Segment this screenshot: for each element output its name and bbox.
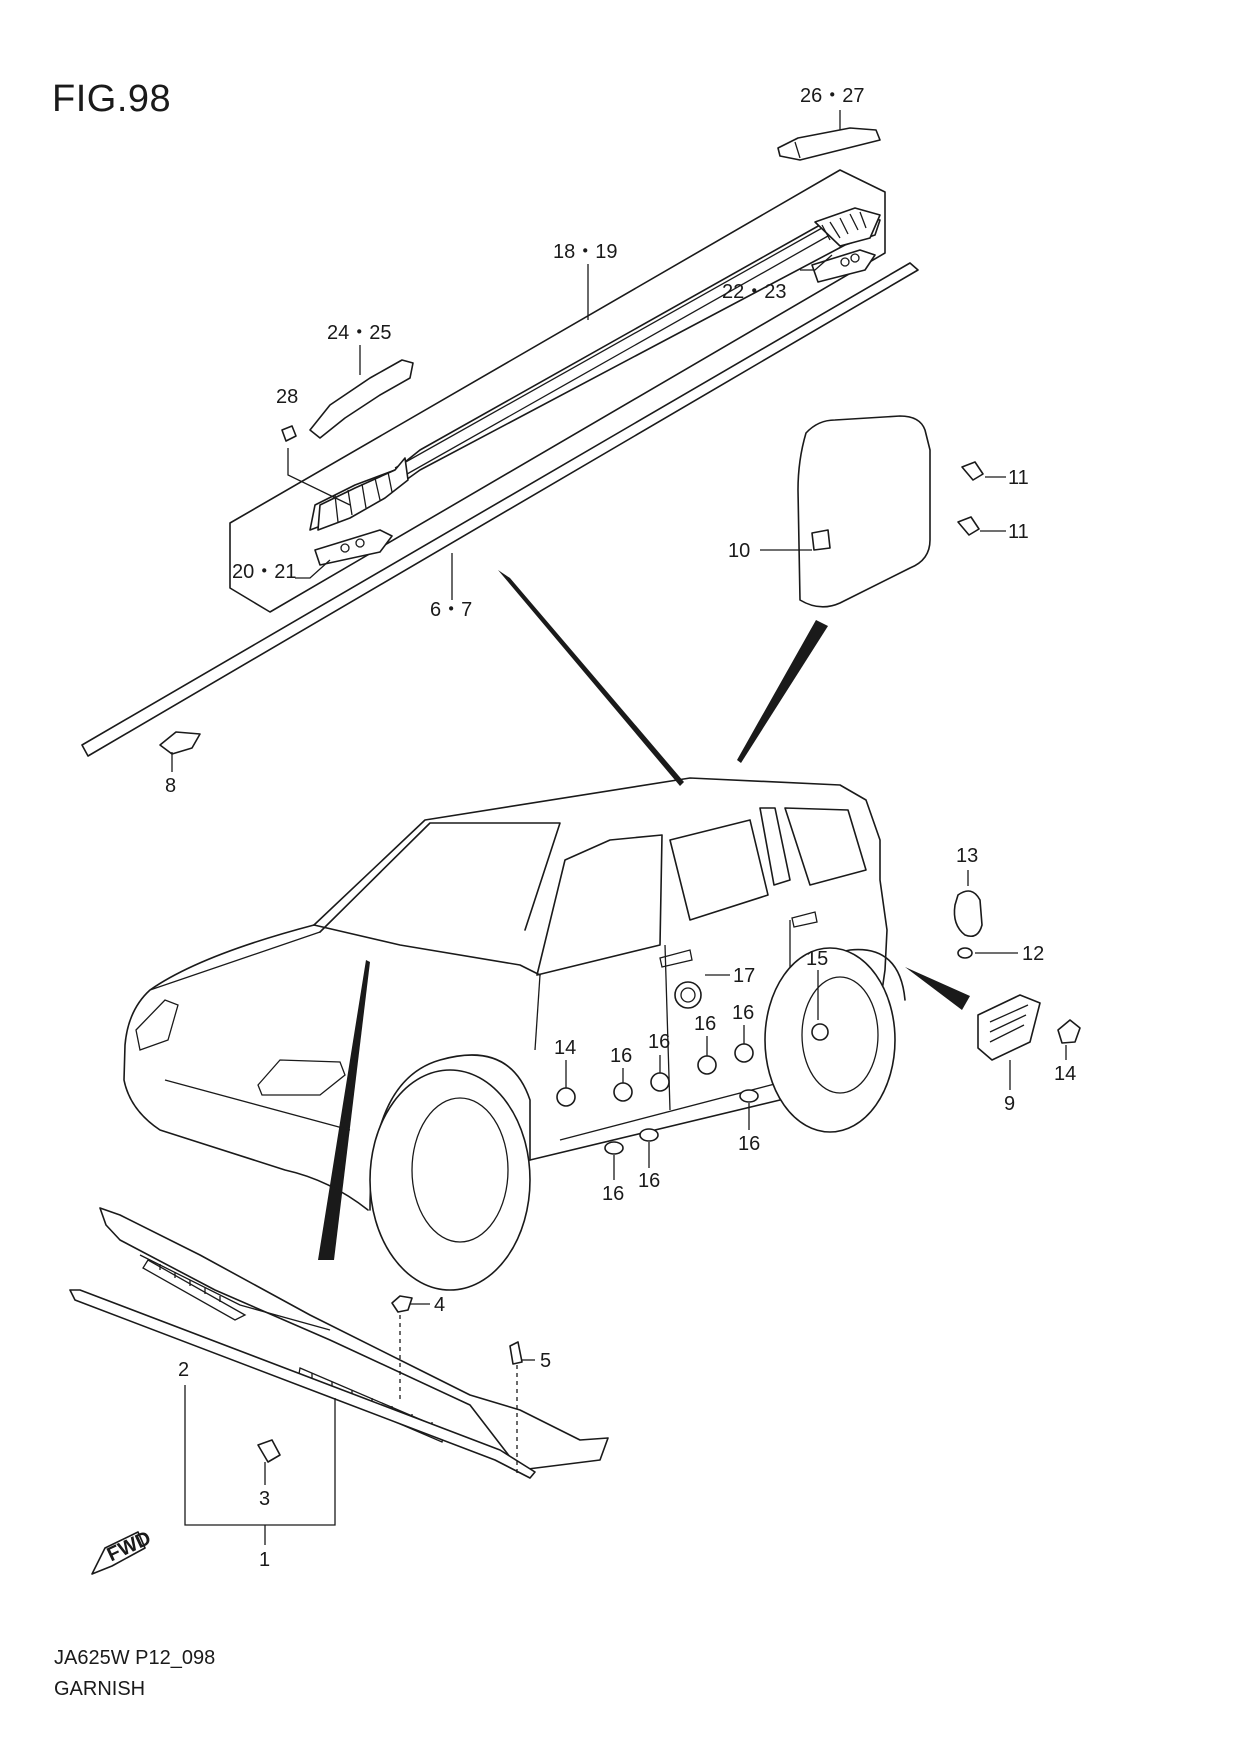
callout-16-g: 16 <box>638 1170 660 1192</box>
nut <box>281 425 297 442</box>
plug-16-f <box>604 1141 624 1155</box>
front-bracket <box>314 529 393 566</box>
callout-16-c: 16 <box>694 1013 716 1035</box>
callout-3: 3 <box>259 1488 270 1510</box>
pointer-roof <box>498 570 684 786</box>
callout-20-21: 20・21 <box>232 561 297 583</box>
body-fasteners <box>556 890 1081 1155</box>
clip-14-body <box>556 1087 576 1107</box>
callout-26-27: 26・27 <box>800 85 865 107</box>
callout-16-f: 16 <box>602 1183 624 1205</box>
callout-10: 10 <box>728 540 750 562</box>
plug-16-a <box>613 1082 633 1102</box>
vehicle-body <box>123 777 906 1291</box>
callout-6-7: 6・7 <box>430 599 472 621</box>
clip-3 <box>257 1439 281 1463</box>
fwd-arrow-icon <box>91 1531 146 1575</box>
callout-14-body: 14 <box>554 1037 576 1059</box>
diagram-code: JA625W P12_098 <box>54 1647 216 1669</box>
figure-title: FIG.98 <box>52 78 172 120</box>
callout-15: 15 <box>806 948 828 970</box>
fastener-15 <box>811 1023 829 1041</box>
callout-17: 17 <box>733 965 755 987</box>
callout-16-a: 16 <box>610 1045 632 1067</box>
callout-28: 28 <box>276 386 298 408</box>
cowl-garnish <box>69 1207 609 1479</box>
callout-4: 4 <box>434 1294 445 1316</box>
plug-16-e <box>739 1089 759 1103</box>
callout-1: 1 <box>259 1549 270 1571</box>
rear-tyre <box>764 947 896 1133</box>
plug-16-d <box>734 1043 754 1063</box>
lid-hinge <box>811 529 831 551</box>
callout-14-right: 14 <box>1054 1063 1076 1085</box>
pointer-cowl <box>318 960 370 1260</box>
callout-13: 13 <box>956 845 978 867</box>
plug-16-g <box>639 1128 659 1142</box>
leader-lines <box>171 110 1067 1545</box>
cowl-panel <box>99 1207 609 1471</box>
molding-clip <box>159 731 201 755</box>
callout-16-b: 16 <box>648 1031 670 1053</box>
clip-14-right <box>1057 1019 1081 1044</box>
callout-18-19: 18・19 <box>553 241 618 263</box>
callout-11-upper: 11 <box>1008 467 1029 489</box>
lid-bumper-lower <box>957 516 980 536</box>
fwd-arrow: FWD <box>91 1527 155 1575</box>
callout-2: 2 <box>178 1359 189 1381</box>
cap-13 <box>953 890 983 938</box>
plug-16-c <box>697 1055 717 1075</box>
assembly-outline-box <box>229 169 886 613</box>
cowl-vent-front <box>142 1259 247 1321</box>
front-tyre <box>369 1069 531 1291</box>
rear-end-cap <box>777 127 881 161</box>
callout-8: 8 <box>165 775 176 797</box>
diagram-name: GARNISH <box>54 1678 146 1700</box>
callout-5: 5 <box>540 1350 551 1372</box>
callout-16-e: 16 <box>738 1133 760 1155</box>
callout-12: 12 <box>1022 943 1044 965</box>
rail-front-leg <box>317 457 409 531</box>
clip-4 <box>391 1295 413 1313</box>
callout-labels: 26・27 18・19 22・23 24・25 28 20・21 6・7 8 1… <box>165 85 1076 1571</box>
front-end-cover <box>309 359 414 439</box>
pointer-rear <box>905 967 970 1010</box>
roof-molding <box>81 262 919 757</box>
rail-rear-leg <box>814 207 881 247</box>
cowl-weatherstrip <box>69 1289 536 1479</box>
roof-rail-assembly <box>229 127 886 613</box>
clip-5 <box>509 1341 523 1365</box>
lid-bumper-upper <box>961 461 984 481</box>
fwd-label: FWD <box>104 1527 155 1566</box>
pointer-lid <box>737 620 828 763</box>
callout-9: 9 <box>1004 1093 1015 1115</box>
vent-grille-9 <box>977 994 1041 1061</box>
callout-16-d: 16 <box>732 1002 754 1024</box>
callout-24-25: 24・25 <box>327 322 392 344</box>
plug-16-b <box>650 1072 670 1092</box>
fuel-lid-group <box>797 415 984 608</box>
callout-11-lower: 11 <box>1008 521 1029 543</box>
grommet-17 <box>674 981 702 1009</box>
callout-22-23: 22・23 <box>722 281 787 303</box>
fuel-lid <box>797 415 931 608</box>
ring-12 <box>957 947 973 959</box>
